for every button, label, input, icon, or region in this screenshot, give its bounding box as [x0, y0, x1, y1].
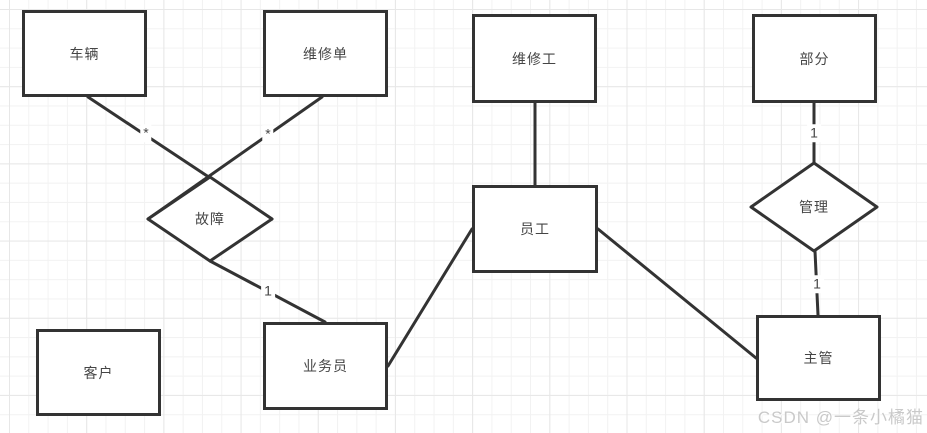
multiplicity-part-manage: 1 — [807, 124, 821, 142]
entity-employee-label: 员工 — [520, 221, 550, 237]
entity-mechanic-label: 维修工 — [512, 50, 557, 67]
entity-employee: 员工 — [472, 185, 598, 273]
entity-vehicle: 车辆 — [22, 10, 147, 97]
watermark: CSDN @一条小橘猫 — [757, 408, 924, 427]
entity-vehicle-label: 车辆 — [69, 45, 100, 62]
edge-salesperson-employee — [386, 227, 474, 368]
multiplicity-fault-salesperson: 1 — [261, 282, 275, 300]
edge-employee-supervisor — [596, 227, 758, 360]
multiplicity-repair-order-fault: * — [262, 125, 274, 143]
entity-salesperson: 业务员 — [263, 322, 388, 410]
relationship-manage-label: 管理 — [799, 199, 829, 215]
multiplicity-manage-supervisor: 1 — [810, 275, 824, 293]
entity-salesperson-label: 业务员 — [303, 358, 348, 374]
entity-customer-label: 客户 — [83, 364, 114, 381]
entity-supervisor-label: 主管 — [803, 350, 834, 366]
entity-supervisor: 主管 — [756, 315, 881, 401]
relationship-fault-label: 故障 — [195, 211, 225, 227]
entity-repair-order: 维修单 — [263, 10, 388, 97]
multiplicity-vehicle-fault: * — [140, 124, 152, 142]
entity-mechanic: 维修工 — [472, 14, 597, 103]
fault-diamond — [146, 175, 274, 263]
entity-repair-order-label: 维修单 — [303, 45, 348, 62]
entity-customer: 客户 — [36, 329, 161, 416]
manage-diamond — [749, 161, 879, 253]
entity-part: 部分 — [752, 14, 877, 103]
entity-part-label: 部分 — [799, 50, 830, 67]
